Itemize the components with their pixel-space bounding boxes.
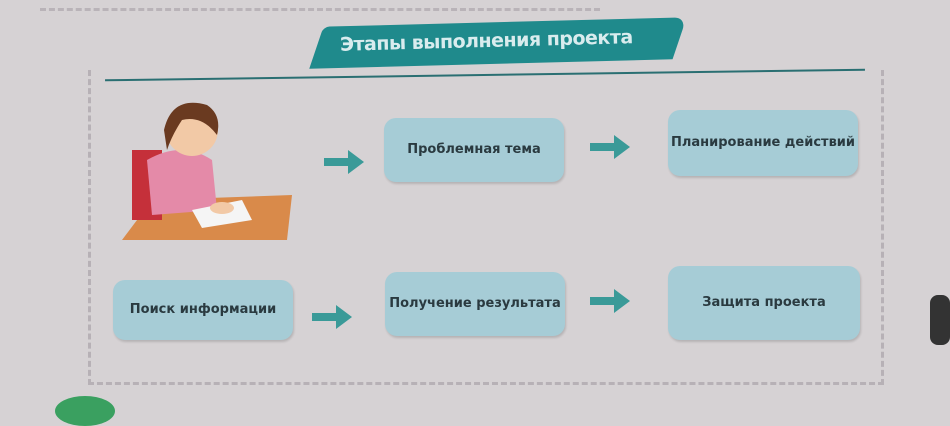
arrow-right-icon [324, 150, 364, 174]
step-problem-topic: Проблемная тема [384, 118, 564, 182]
green-corner-shape [55, 396, 115, 426]
step-info-search: Поиск информации [113, 280, 293, 340]
step-result: Получение результата [385, 272, 565, 336]
girl-writing-illustration [122, 102, 292, 240]
dashed-frame [88, 70, 884, 385]
arrow-right-icon [590, 135, 630, 159]
arrow-right-icon [590, 289, 630, 313]
arrow-right-icon [312, 305, 352, 329]
step-planning: Планирование действий [668, 110, 858, 176]
step-defense: Защита проекта [668, 266, 860, 340]
top-dashed-line [40, 8, 600, 11]
page-clip [930, 295, 950, 345]
